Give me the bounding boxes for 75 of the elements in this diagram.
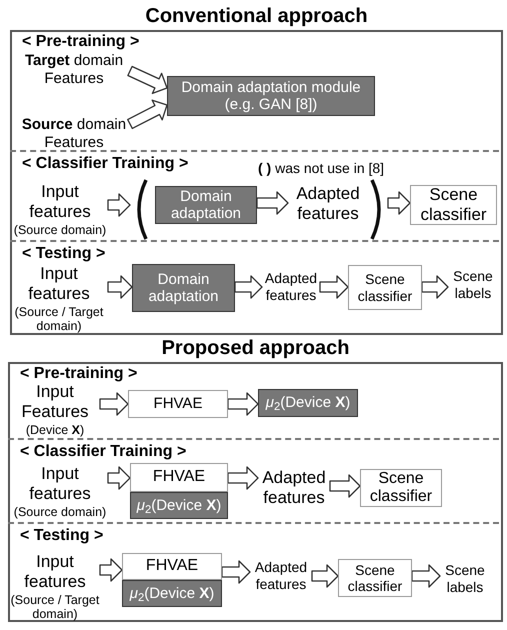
block-arrow bbox=[127, 66, 168, 94]
box-text: Domain adaptation bbox=[170, 188, 242, 222]
node-text: Input features bbox=[28, 464, 92, 505]
node-note: (Source / Target domain) bbox=[10, 592, 100, 622]
section-heading: < Testing > bbox=[20, 526, 104, 546]
note-text: ( ) was not use in [8] bbox=[258, 159, 384, 177]
node-note: (Source domain) bbox=[14, 504, 106, 520]
process-box bbox=[155, 186, 257, 224]
process-box bbox=[410, 185, 497, 225]
box-text: Scene classifier bbox=[368, 470, 434, 506]
block-arrow bbox=[421, 275, 449, 299]
section-heading: < Classifier Training > bbox=[20, 442, 186, 462]
section-heading: < Pre-training > bbox=[22, 32, 140, 52]
box-text: μ$_{2}$(Device X) bbox=[130, 584, 214, 602]
box-text: Scene classifier bbox=[419, 185, 488, 225]
panel-title: Proposed approach bbox=[162, 336, 350, 361]
node-text: Adapted features bbox=[264, 270, 318, 304]
process-box bbox=[338, 559, 412, 597]
process-box bbox=[128, 390, 228, 418]
node-note: (Source / Target domain) bbox=[14, 304, 104, 334]
block-arrow bbox=[329, 474, 361, 498]
node-text: Source domain Features bbox=[20, 116, 128, 152]
block-arrow bbox=[227, 466, 259, 490]
process-box bbox=[360, 469, 442, 507]
block-arrow bbox=[127, 100, 168, 130]
block-arrow bbox=[387, 191, 411, 215]
block-arrow bbox=[234, 275, 263, 299]
block-arrow bbox=[99, 392, 129, 416]
box-text: Scene classifier bbox=[346, 562, 404, 594]
box-text: Domain adaptation bbox=[147, 270, 220, 306]
box-text: Scene classifier bbox=[356, 271, 414, 304]
node-text: Target domain Features bbox=[24, 52, 124, 88]
process-box bbox=[348, 265, 422, 310]
node-text: Input features bbox=[28, 182, 92, 223]
node-note: (Source domain) bbox=[14, 222, 106, 238]
node-text: Adapted features bbox=[254, 559, 308, 593]
block-arrow bbox=[319, 275, 349, 299]
section-band bbox=[10, 240, 499, 335]
panel-title: Conventional approach bbox=[145, 4, 368, 29]
block-arrow bbox=[256, 191, 289, 215]
process-box bbox=[258, 389, 358, 417]
process-box bbox=[122, 580, 222, 607]
section-band bbox=[8, 438, 499, 522]
box-text: μ$_{2}$(Device X) bbox=[266, 394, 350, 412]
node-note: (Device X) bbox=[26, 422, 84, 438]
block-arrow bbox=[107, 466, 131, 490]
node-text: Scene labels bbox=[444, 562, 486, 596]
node-text: Scene labels bbox=[452, 268, 494, 302]
process-box bbox=[167, 76, 375, 116]
box-text: FHVAE bbox=[152, 468, 206, 487]
section-band bbox=[10, 150, 499, 240]
node-text: Input Features bbox=[20, 382, 90, 423]
node-text: Adapted features bbox=[261, 468, 327, 509]
node-text: Input features bbox=[23, 552, 87, 593]
block-arrow bbox=[107, 275, 133, 299]
box-text: FHVAE bbox=[146, 557, 198, 576]
section-heading: < Testing > bbox=[22, 244, 106, 264]
block-arrow bbox=[227, 392, 259, 416]
box-text: FHVAE bbox=[154, 395, 202, 413]
box-text: μ$_{2}$(Device X) bbox=[136, 496, 222, 514]
process-box bbox=[130, 492, 228, 519]
block-arrow bbox=[311, 564, 339, 588]
process-box bbox=[130, 463, 228, 492]
node-text: Input features bbox=[27, 264, 91, 305]
box-text: Domain adaptation module (e.g. GAN [8]) bbox=[180, 78, 362, 114]
block-arrow bbox=[411, 564, 441, 588]
block-arrow bbox=[221, 560, 251, 584]
process-box bbox=[122, 553, 222, 580]
section-band bbox=[8, 522, 499, 622]
node-text: Adapted features bbox=[295, 184, 361, 225]
block-arrow bbox=[99, 558, 123, 582]
section-heading: < Pre-training > bbox=[20, 364, 138, 384]
block-arrow bbox=[107, 193, 131, 217]
process-box bbox=[132, 264, 235, 312]
section-heading: < Classifier Training > bbox=[22, 154, 188, 174]
